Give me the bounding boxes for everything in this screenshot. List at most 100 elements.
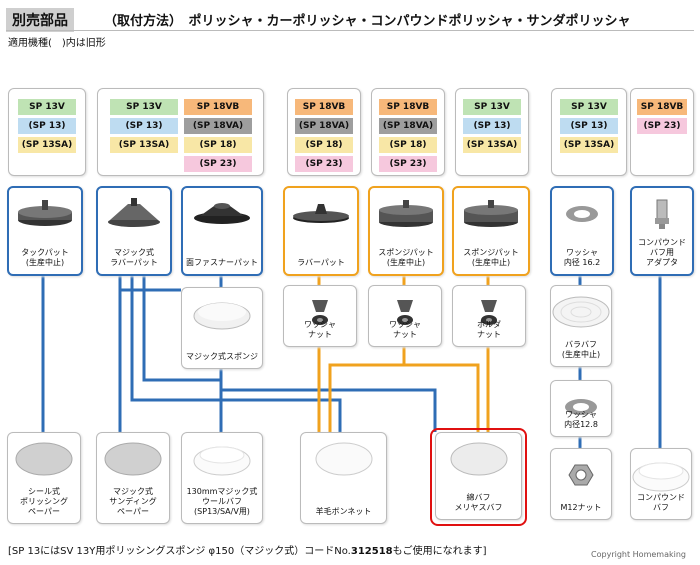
model-tag: SP 18VB [637,99,687,115]
part-label: ワッシャ ナット [304,320,336,339]
model-tag: (SP 13) [18,118,76,134]
part-label: 羊毛ボンネット [315,507,372,516]
model-tag: (SP 13SA) [18,137,76,153]
page-subtitle: 適用機種( )内は旧形 [8,38,106,49]
part-fastener-pad: 面ファスナーパット [181,186,263,276]
model-tag: (SP 18VA) [295,118,353,134]
model-tag: (SP 13) [463,118,521,134]
part-label: ワッシャ ナット [389,320,421,339]
cone-pad-icon [104,196,164,236]
paper-disc-icon [14,441,74,481]
model-tag: (SP 18) [379,137,437,153]
model-tag: (SP 23) [379,156,437,172]
paper-disc-icon [103,441,163,481]
model-tag: SP 18VB [379,99,437,115]
model-tag: SP 18VB [295,99,353,115]
thin-pad-icon [291,196,351,236]
connector-line [219,367,437,432]
part-washer-nut-a: ワッシャ ナット [283,285,357,347]
part-label: マジック式スポンジ [186,352,258,361]
model-tag: (SP 13SA) [110,137,178,153]
pad-icon [15,196,75,236]
connector-line [328,345,406,432]
part-label: 綿バフ メリヤスバフ [454,493,503,512]
bara-buff-icon [551,294,611,334]
part-sponge-pad-b: スポンジパット (生産中止) [452,186,530,276]
wool-icon [631,457,691,497]
model-tag: SP 13V [560,99,618,115]
dark-pad-icon [192,196,252,236]
model-tag: (SP 23) [184,156,252,172]
sponge-pad-icon [376,196,436,236]
page-title: （取付方法） ポリッシャ・カーポリッシャ・コンパウンドポリッシャ・サンダポリッシ… [104,14,631,29]
model-tag: SP 13V [18,99,76,115]
part-label: ワッシャ 内径12.8 [564,410,598,429]
part-cotton-buff: 綿バフ メリヤスバフ [435,432,522,520]
model-box-m2: SP 13V SP 18VB (SP 13) (SP 18VA) (SP 13SA) (S… [97,88,264,176]
part-label: コンパウンド バフ [637,493,685,512]
hex-nut-icon [551,457,611,497]
sponge-pad-icon [461,196,521,236]
part-label: マジック式 ラバーパット [110,248,158,267]
section-label: 別売部品 [6,8,74,32]
model-box-m4: SP 18VB (SP 18VA) (SP 18) (SP 23) [371,88,445,176]
model-tag: (SP 13) [110,118,178,134]
model-tag: (SP 13) [560,118,618,134]
part-washer-16: ワッシャ 内径 16.2 [550,186,614,276]
connector-line [142,272,223,432]
sponge-icon [192,296,252,336]
part-label: マジック式 サンディング ペーパー [109,487,157,516]
part-label: 面ファスナーパット [186,258,258,267]
footnote: [SP 13にはSV 13Y用ポリッシングスポンジ φ150（マジック式）コード… [8,542,487,557]
model-tag: (SP 13SA) [463,137,521,153]
part-label: M12ナット [560,503,602,512]
model-tag: (SP 18VA) [184,118,252,134]
part-compound-adapter: コンパウンド バフ用 アダプタ [630,186,694,276]
part-washer-nut-b: ワッシャ ナット [368,285,442,347]
part-label: ラバーパット [297,258,345,267]
model-box-m7: SP 18VB (SP 23) [630,88,694,176]
part-wool-buff: 130mmマジック式 ウールバフ (SP13/SA/V用) [181,432,263,524]
model-tag: SP 18VB [184,99,252,115]
footnote-suffix: もご使用になれます] [392,546,487,557]
footnote-prefix: [SP 13にはSV 13Y用ポリッシングスポンジ φ150（マジック式）コード… [8,546,351,557]
part-label: タックパット (生産中止) [21,248,69,267]
model-box-m6: SP 13V (SP 13) (SP 13SA) [551,88,627,176]
part-sponge-pad-a: スポンジパット (生産中止) [368,186,444,276]
model-tag: (SP 23) [637,118,687,134]
washer-icon [551,389,611,429]
model-tag: (SP 18) [295,137,353,153]
part-label: スポンジパット (生産中止) [463,248,519,267]
part-compound-buff: コンパウンド バフ [630,448,692,520]
footnote-code: 312518 [350,546,393,557]
cotton-icon [449,441,509,481]
model-tag: SP 13V [110,99,178,115]
bonnet-icon [314,441,374,481]
model-tag: (SP 13SA) [560,137,618,153]
part-wool-bonnet: 羊毛ボンネット [300,432,387,524]
model-box-m3: SP 18VB(SP 18VA)(SP 18)(SP 23) [287,88,361,176]
washer-nut-icon [459,294,519,334]
part-label: スポンジパット (生産中止) [378,248,434,267]
model-tag: SP 13V [463,99,521,115]
part-bara-buff: バラバフ (生産中止) [550,285,612,367]
washer-icon [552,196,612,236]
model-box-m1: SP 13V (SP 13) (SP 13SA) [8,88,86,176]
highlight-frame [430,428,527,526]
model-box-m5: SP 13V (SP 13) (SP 13SA) [455,88,529,176]
part-label: 130mmマジック式 ウールバフ (SP13/SA/V用) [186,487,258,516]
part-label: バラバフ (生産中止) [561,340,601,359]
part-rubber-pad: ラバーパット [283,186,359,276]
part-tack-pad: タックパット (生産中止) [7,186,83,276]
part-label: コンパウンド バフ用 アダプタ [638,238,686,267]
connector-line [130,272,342,432]
model-tag: (SP 18) [184,137,252,153]
part-magic-sponge: マジック式スポンジ [181,287,263,369]
part-m12-nut: M12ナット [550,448,612,520]
copyright: Copyright Homemaking [591,550,686,559]
wool-icon [192,441,252,481]
part-label: シール式 ポリッシング ペーパー [20,487,68,516]
adapter-icon [632,196,692,236]
washer-nut-icon [375,294,435,334]
model-tag: (SP 18VA) [379,118,437,134]
